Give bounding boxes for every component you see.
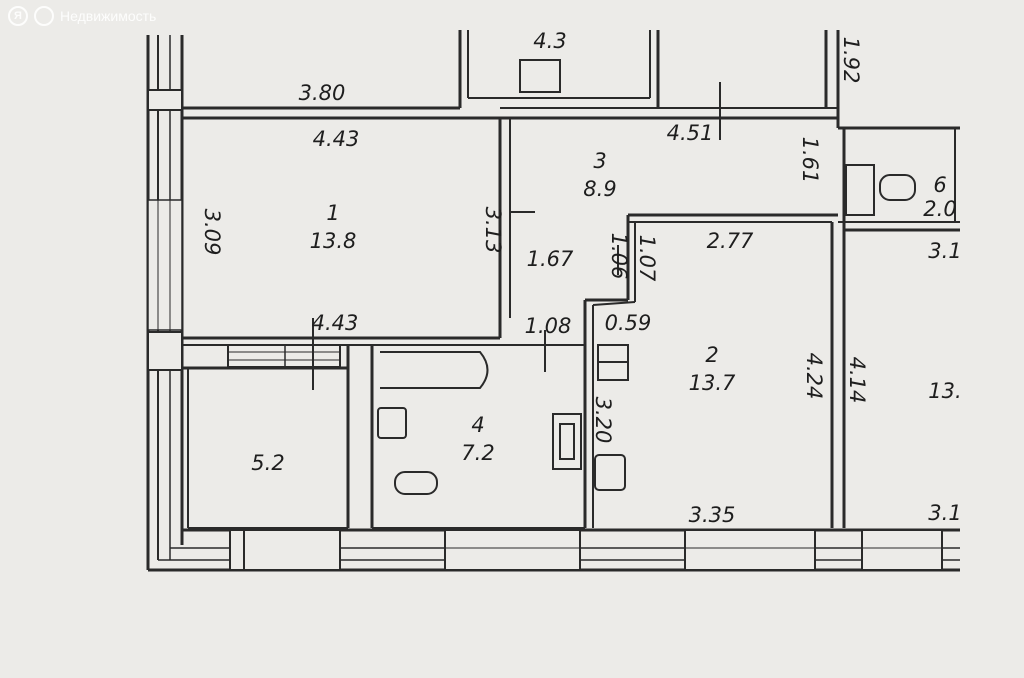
washer-icon bbox=[552, 413, 582, 470]
dim-107: 1.07 bbox=[635, 235, 659, 282]
dim-31-top: 3.1 bbox=[928, 239, 961, 263]
room-6-number: 6 bbox=[933, 173, 946, 197]
room-3-number: 3 bbox=[593, 149, 606, 173]
dim-108: 1.08 bbox=[525, 314, 572, 338]
dim-277: 2.77 bbox=[707, 229, 754, 253]
door-rail bbox=[227, 344, 341, 368]
bath6-toilet-icon bbox=[879, 174, 916, 201]
left-windows bbox=[147, 89, 183, 371]
door-ticks bbox=[312, 82, 721, 390]
room-2-area: 13.7 bbox=[689, 371, 736, 395]
kitchen-sink-icon bbox=[594, 454, 626, 491]
dim-443-top: 4.43 bbox=[313, 127, 360, 151]
dim-309: 3.09 bbox=[200, 209, 224, 256]
dim-31-bottom: 3.1 bbox=[928, 501, 961, 525]
dim-424: 4.24 bbox=[802, 353, 826, 400]
room-1-area: 13.8 bbox=[310, 229, 357, 253]
room-right-area: 13. bbox=[928, 379, 961, 403]
dim-443-bottom: 4.43 bbox=[312, 311, 359, 335]
bottom-windows bbox=[229, 529, 943, 571]
dim-320: 3.20 bbox=[591, 397, 615, 444]
dim-313: 3.13 bbox=[481, 207, 505, 254]
dim-451: 4.51 bbox=[667, 121, 714, 145]
upper-sink-icon bbox=[519, 59, 561, 93]
room-1-number: 1 bbox=[326, 201, 339, 225]
dim-106: 1.06 bbox=[607, 233, 631, 280]
sink-icon bbox=[377, 407, 407, 439]
dim-167: 1.67 bbox=[527, 247, 574, 271]
room-4-number: 4 bbox=[471, 413, 484, 437]
dimension-labels: 3.80 4.43 4.51 4.43 1.67 1.08 0.59 2.77 … bbox=[200, 37, 962, 527]
yandex-logo-icon: Я bbox=[8, 6, 28, 26]
toilet-icon bbox=[394, 471, 438, 495]
room-6-area: 2.0 bbox=[923, 197, 956, 221]
logo-circle-icon bbox=[34, 6, 54, 26]
watermark: Я Недвижимость bbox=[8, 6, 156, 26]
room-2-number: 2 bbox=[705, 343, 718, 367]
bath6-washer-icon bbox=[845, 164, 875, 216]
fixtures bbox=[377, 59, 916, 495]
dim-380: 3.80 bbox=[299, 81, 346, 105]
dim-192: 1.92 bbox=[839, 37, 863, 84]
room-upper-area: 4.3 bbox=[533, 29, 566, 53]
room-5-area: 5.2 bbox=[251, 451, 284, 475]
dim-161: 1.61 bbox=[798, 137, 822, 184]
walls bbox=[146, 30, 960, 572]
room-4-area: 7.2 bbox=[461, 441, 494, 465]
dim-414: 4.14 bbox=[845, 357, 869, 404]
dim-059: 0.59 bbox=[605, 311, 652, 335]
bathtub-end bbox=[475, 351, 489, 389]
watermark-text: Недвижимость bbox=[60, 8, 157, 24]
room-labels: 1 13.8 2 13.7 3 8.9 4 7.2 5.2 6 2.0 4.3 … bbox=[251, 29, 961, 475]
dim-335: 3.35 bbox=[689, 503, 736, 527]
room-3-area: 8.9 bbox=[583, 177, 616, 201]
